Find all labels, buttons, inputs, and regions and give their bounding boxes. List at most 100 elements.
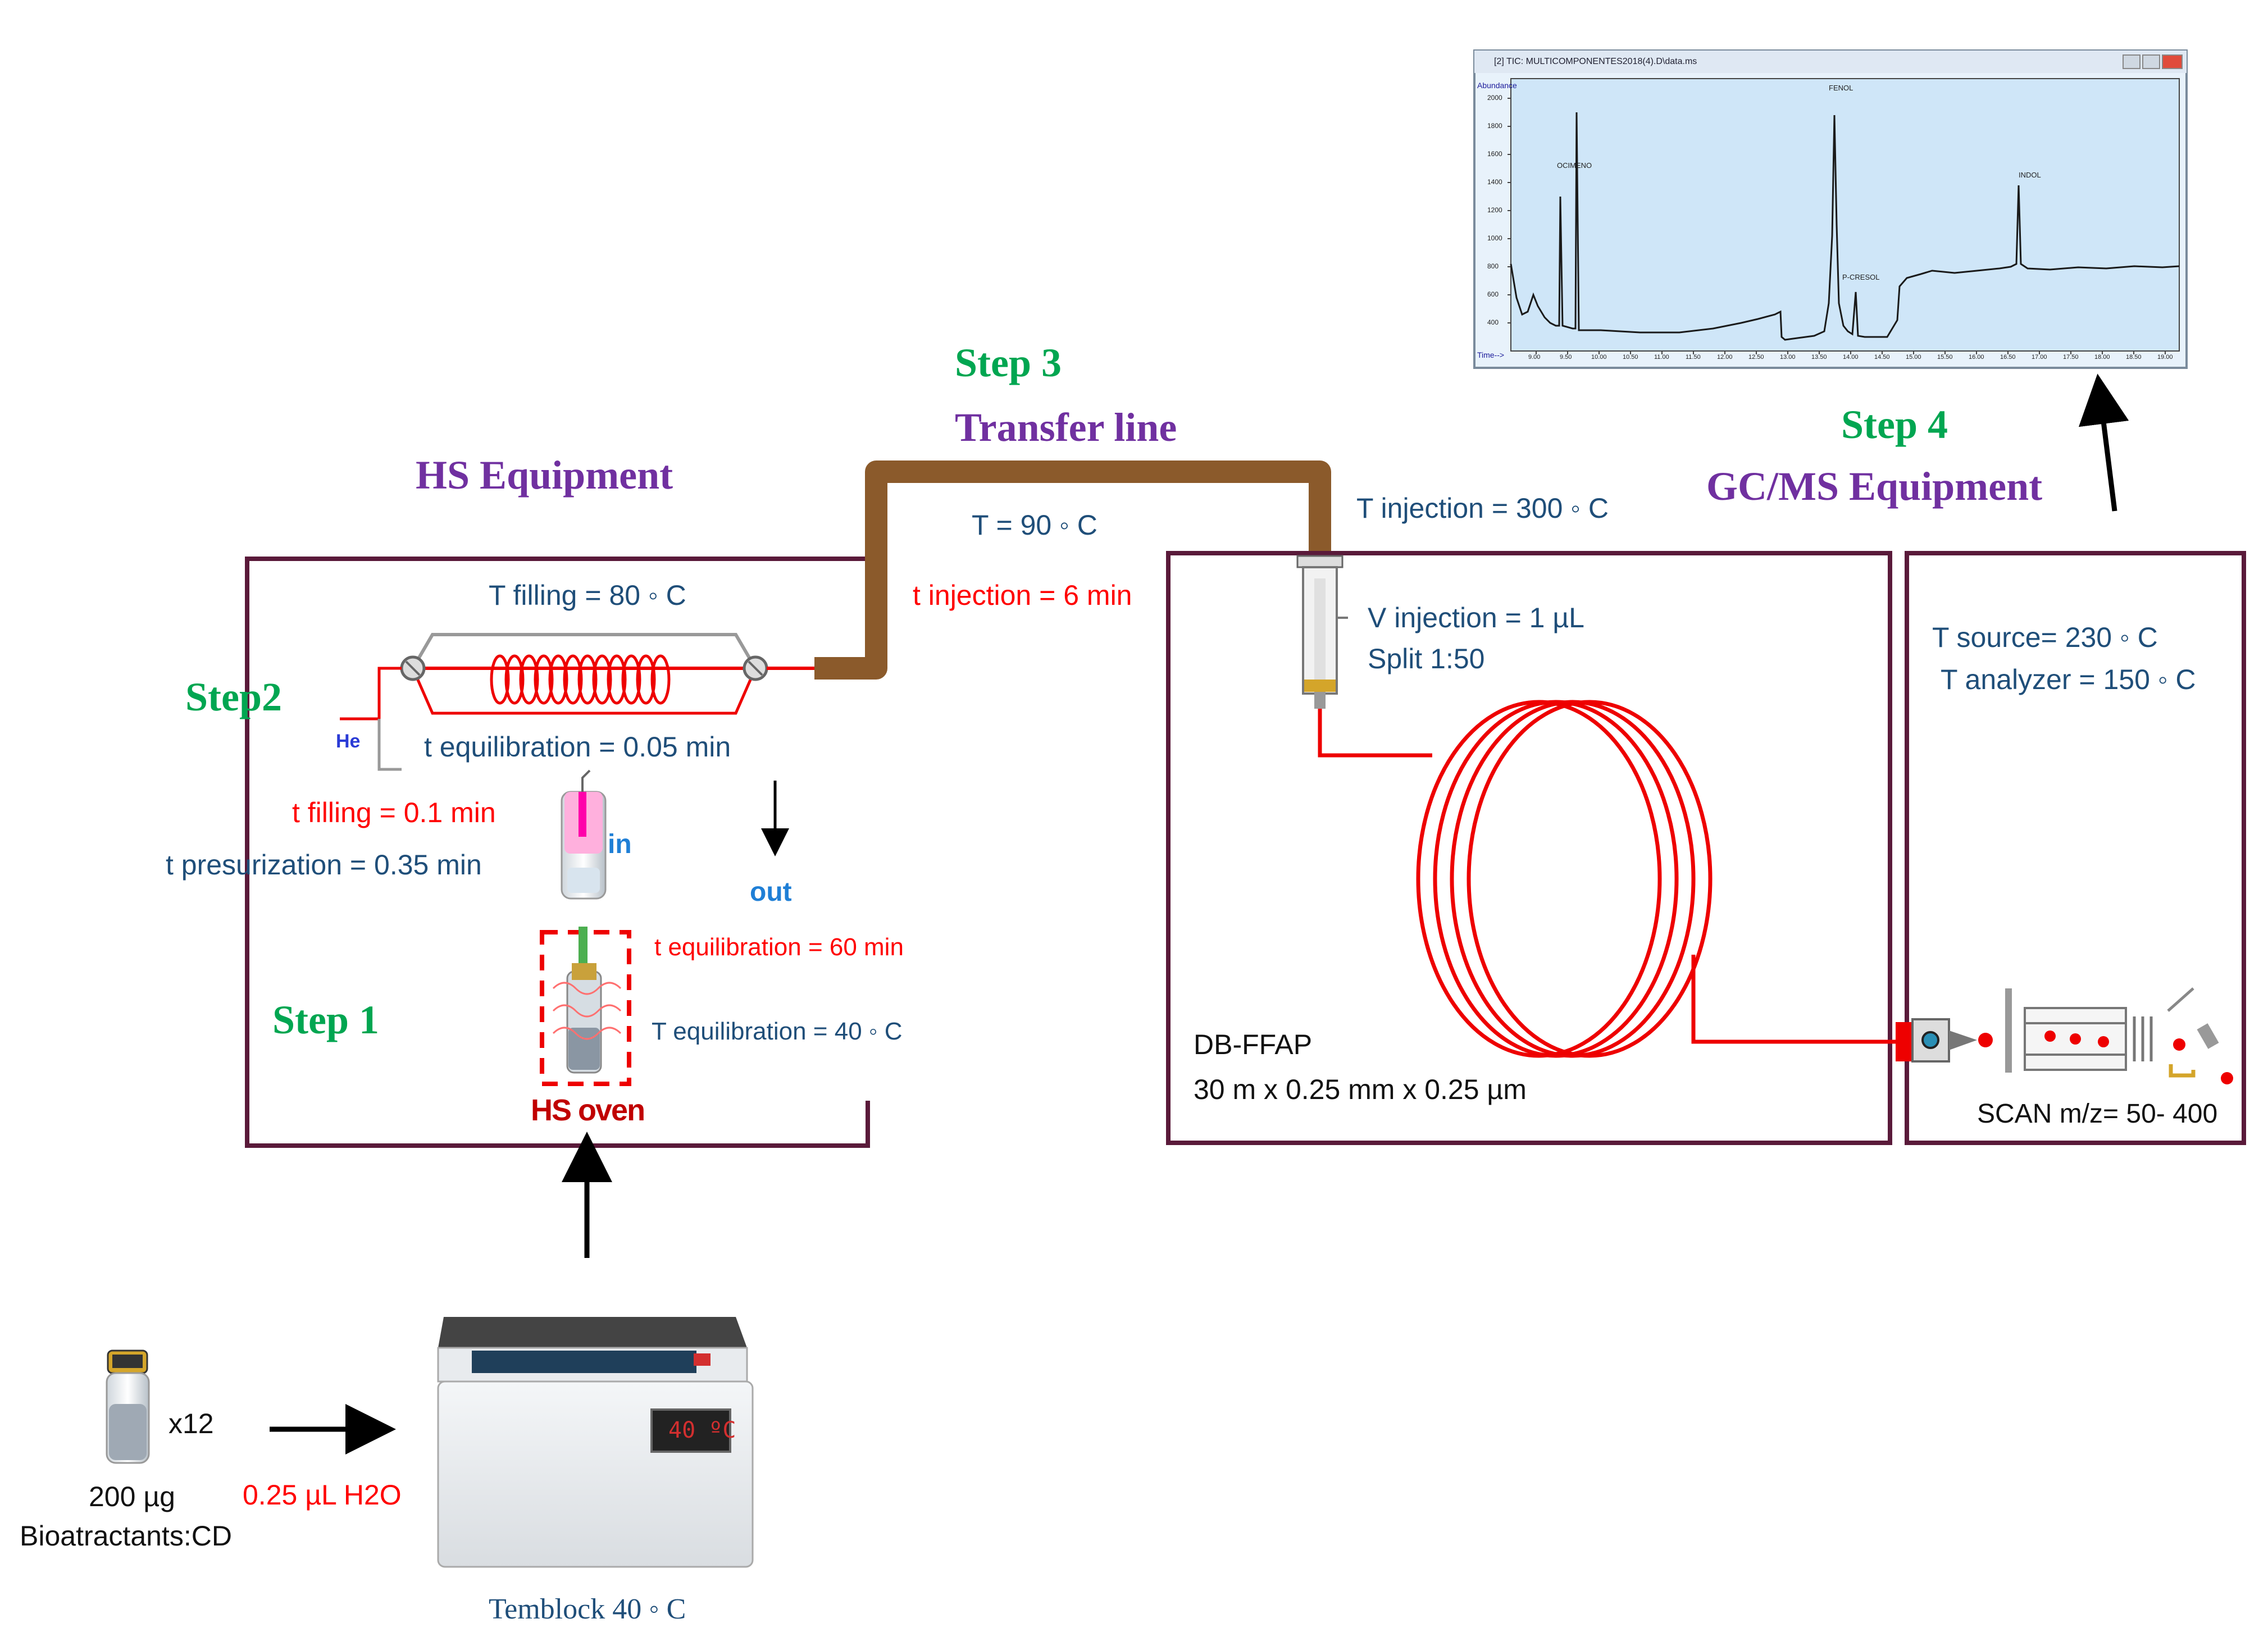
transfer-temp-label: T = 90 ◦ C <box>972 509 1097 541</box>
chromatogram-y-axis-label: Abundance <box>1477 81 1517 90</box>
sample-loop <box>340 633 814 771</box>
t-filling-temp-label: T filling = 80 ◦ C <box>489 580 686 611</box>
x-tick-label: 18.00 <box>2094 354 2110 361</box>
x-tick-label: 14.50 <box>1874 354 1890 361</box>
T-analyzer-label: T analyzer = 150 ◦ C <box>1941 664 2196 695</box>
transfer-line-heading: Transfer line <box>955 405 1177 450</box>
V-injection-label: V injection = 1 µL <box>1368 602 1584 633</box>
y-tick-label: 600 <box>1487 290 1499 298</box>
peak-label-indol: INDOL <box>2019 171 2041 179</box>
hs-equipment-heading: HS Equipment <box>416 453 673 498</box>
t-equilibration-long-label: t equilibration = 60 min <box>654 933 904 961</box>
water-volume-label: 0.25 µL H2O <box>243 1479 402 1511</box>
x-tick-label: 16.00 <box>1969 354 1984 361</box>
hs-oven-label: HS oven <box>531 1093 645 1127</box>
x-tick-label: 16.50 <box>2000 354 2016 361</box>
x-tick-label: 11.00 <box>1654 354 1669 361</box>
chromatogram-window-title: [2] TIC: MULTICOMPONENTES2018(4).D\data.… <box>1494 57 1697 66</box>
x-tick-label: 19.00 <box>2157 354 2173 361</box>
y-tick-label: 1000 <box>1487 234 1502 242</box>
out-label: out <box>750 877 792 907</box>
x-tick-label: 17.00 <box>2032 354 2047 361</box>
step4-label: Step 4 <box>1841 402 1948 447</box>
coil-loop <box>592 654 612 705</box>
syringe-injector <box>1296 555 1348 709</box>
x-tick-label: 17.50 <box>2063 354 2079 361</box>
x-tick-label: 10.00 <box>1591 354 1607 361</box>
step3-label: Step 3 <box>955 340 1062 385</box>
t-filling-time-label: t filling = 0.1 min <box>292 797 496 828</box>
ms-detector <box>1896 987 2233 1084</box>
temblock-display: 40 ºC <box>668 1417 736 1443</box>
temblock-device <box>437 1317 754 1568</box>
coil-loop <box>577 654 598 705</box>
coil-loop <box>563 654 583 705</box>
in-label: in <box>608 829 632 859</box>
scan-range-label: SCAN m/z= 50- 400 <box>1977 1099 2218 1129</box>
chromatogram-plot-area <box>1510 78 2180 352</box>
gc-equipment-box <box>1166 551 1892 1145</box>
coil-loop <box>621 654 641 705</box>
gcms-equipment-heading: GC/MS Equipment <box>1706 464 2043 509</box>
x-tick-label: 11.50 <box>1686 354 1701 361</box>
temblock-label: Temblock 40 ◦ C <box>489 1593 686 1625</box>
ms-to-chromatogram-arrow <box>2078 373 2129 512</box>
coil-loop <box>490 654 510 705</box>
x-tick-label: 9.50 <box>1560 354 1572 361</box>
close-button[interactable] <box>2162 54 2183 69</box>
column-dims-label: 30 m x 0.25 mm x 0.25 µm <box>1194 1074 1527 1105</box>
T-source-label: T source= 230 ◦ C <box>1932 622 2158 653</box>
chromatogram-x-axis-label: Time--> <box>1477 350 1505 359</box>
coil-loop <box>636 654 656 705</box>
T-injection-label: T injection = 300 ◦ C <box>1356 493 1609 524</box>
x-tick-label: 13.50 <box>1811 354 1827 361</box>
t-presurization-label: t presurization = 0.35 min <box>166 849 482 881</box>
t-equilibration-short-label: t equilibration = 0.05 min <box>424 731 731 763</box>
y-tick-label: 800 <box>1487 262 1499 270</box>
coil-loop <box>519 654 539 705</box>
x-tick-label: 10.50 <box>1623 354 1638 361</box>
split-label: Split 1:50 <box>1368 643 1485 674</box>
x-tick-label: 9.00 <box>1528 354 1541 361</box>
headspace-vial-in <box>561 769 607 900</box>
transfer-line-tubing <box>814 460 1331 680</box>
he-label: He <box>336 731 361 752</box>
gc-column-coil <box>1318 700 1898 1058</box>
coil-loop <box>504 654 525 705</box>
x-tick-label: 15.50 <box>1937 354 1953 361</box>
minimize-button[interactable] <box>2123 54 2141 69</box>
peak-label-ocimeno: OCIMENO <box>1557 161 1592 170</box>
x-tick-label: 13.00 <box>1780 354 1796 361</box>
x-tick-label: 12.00 <box>1717 354 1733 361</box>
y-tick-label: 1600 <box>1487 150 1502 158</box>
coil-loop <box>607 654 627 705</box>
coil-loop <box>650 654 671 705</box>
hs-oven <box>540 927 631 1086</box>
x-tick-label: 18.50 <box>2126 354 2142 361</box>
y-tick-label: 1200 <box>1487 206 1502 214</box>
ms-equipment-box <box>1905 551 2246 1145</box>
column-name-label: DB-FFAP <box>1194 1029 1313 1060</box>
y-tick-label: 1800 <box>1487 122 1502 130</box>
peak-label-p-cresol: P-CRESOL <box>1842 273 1880 281</box>
step2-label: Step2 <box>185 674 283 719</box>
step1-label: Step 1 <box>272 997 380 1042</box>
sample-mass-label: 200 µg <box>89 1481 175 1512</box>
peak-label-fenol: FENOL <box>1829 84 1853 92</box>
maximize-button[interactable] <box>2142 54 2160 69</box>
sample-name-label: Bioatractants:CD <box>20 1520 232 1552</box>
coil-loop <box>534 654 554 705</box>
t-injection-label: t injection = 6 min <box>913 580 1132 611</box>
sample-vial <box>106 1349 150 1464</box>
x-tick-label: 14.00 <box>1843 354 1859 361</box>
chromatogram-window <box>1473 49 2188 369</box>
x-tick-label: 12.50 <box>1748 354 1764 361</box>
multiplier-label: x12 <box>168 1408 214 1439</box>
x-tick-label: 15.00 <box>1906 354 1921 361</box>
y-tick-label: 2000 <box>1487 94 1502 102</box>
chromatogram-trace <box>1510 112 2180 341</box>
T-equilibration-label: T equilibration = 40 ◦ C <box>652 1018 903 1045</box>
coil-loop <box>548 654 568 705</box>
